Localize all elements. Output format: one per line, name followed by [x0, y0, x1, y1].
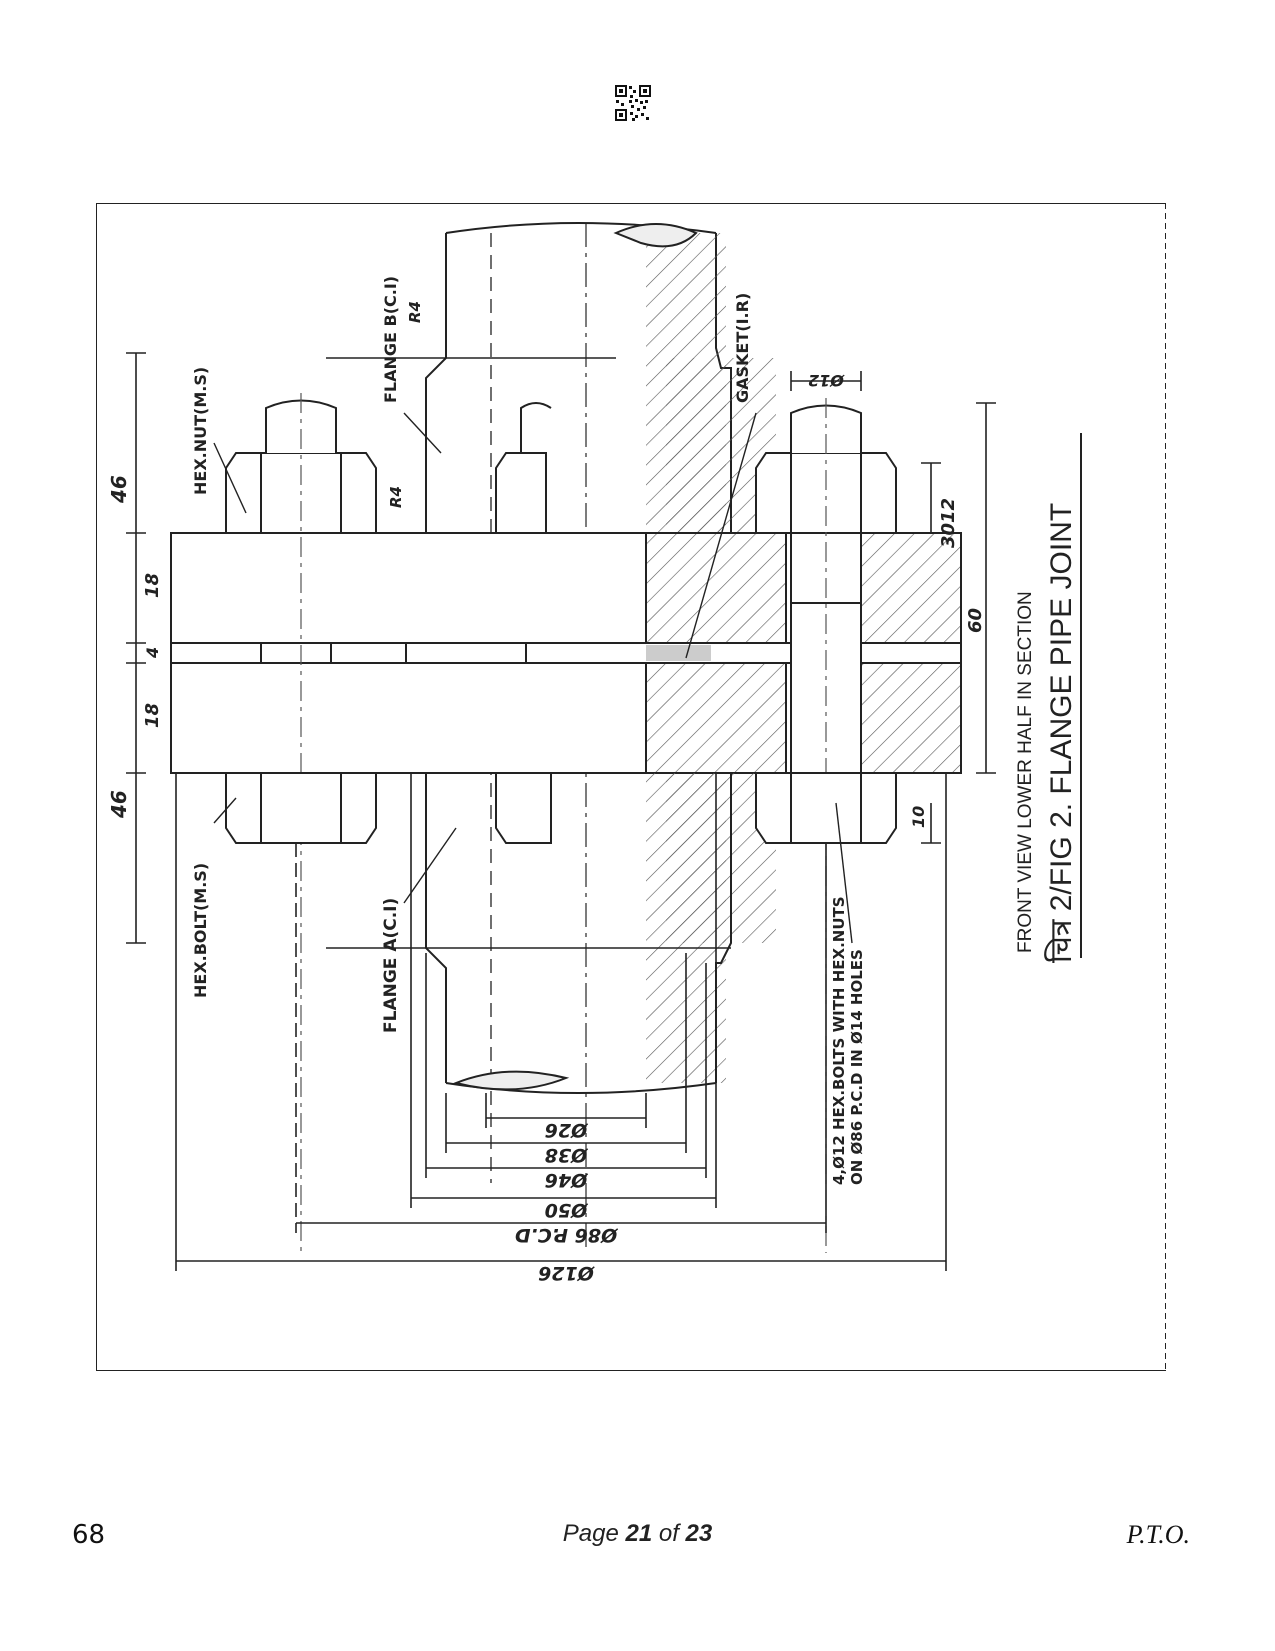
dim-60: 60 — [965, 608, 986, 633]
hex-nut-left — [225, 393, 377, 1253]
dim-4: 4 — [143, 647, 162, 659]
current-page: 21 — [625, 1520, 653, 1547]
of-word: of — [658, 1520, 679, 1547]
dim-30: 30 — [938, 523, 959, 548]
dim-dia46: Ø46 — [545, 1169, 589, 1191]
drawing-title: चित्र 2/FIG 2. FLANGE PIPE JOINT — [1044, 503, 1078, 963]
dim-18-bottom: 18 — [142, 703, 163, 728]
hex-nut-right — [755, 398, 897, 1253]
hex-nut-center — [495, 402, 552, 844]
dim-dia86: Ø86 P.C.D — [515, 1224, 618, 1246]
dim-dia38: Ø38 — [545, 1144, 589, 1166]
page-indicator: Page 21 of 23 — [0, 1520, 1275, 1548]
label-flange-b: FLANGE B(C.I) — [381, 276, 400, 403]
label-r4-bottom: R4 — [387, 486, 405, 508]
total-pages: 23 — [685, 1520, 713, 1547]
dim-18-top: 18 — [142, 573, 163, 598]
left-dimensions — [126, 352, 146, 944]
page-word: Page — [562, 1520, 619, 1547]
leader-lines — [213, 412, 853, 944]
bolts-note-line-1: 4,Ø12 HEX.BOLTS WITH HEX.NUTS — [830, 896, 848, 1185]
dim-46-top: 46 — [107, 475, 131, 504]
dim-dia26: Ø26 — [545, 1119, 589, 1141]
label-flange-a: FLANGE A(C.I) — [381, 898, 401, 1033]
label-gasket: GASKET(I.R) — [733, 293, 752, 403]
dim-46-bottom: 46 — [107, 790, 131, 819]
label-hex-nut: HEX.NUT(M.S) — [191, 367, 210, 495]
dim-dia50: Ø50 — [545, 1199, 589, 1221]
label-r4-top: R4 — [406, 301, 424, 323]
label-hex-bolt: HEX.BOLT(M.S) — [191, 863, 210, 998]
diameter-dimensions — [175, 773, 947, 1271]
right-dimensions — [790, 371, 996, 844]
qr-code-icon — [614, 84, 652, 122]
dim-12: 12 — [938, 498, 959, 523]
dim-dia126: Ø126 — [538, 1262, 595, 1284]
bolts-note-line-2: ON Ø86 P.C.D IN Ø14 HOLES — [848, 949, 866, 1185]
pto-note: P.T.O. — [1126, 1520, 1190, 1549]
page-number: 68 — [72, 1520, 106, 1550]
dim-dia12: Ø12 — [808, 371, 845, 390]
view-note: FRONT VIEW LOWER HALF IN SECTION — [1015, 591, 1036, 953]
dim-10: 10 — [909, 806, 928, 828]
engineering-drawing: 46 18 4 18 46 12 30 60 10 Ø12 — [96, 203, 1166, 1371]
hex-bolt-left — [225, 772, 377, 844]
hex-bolt-right — [755, 772, 897, 844]
